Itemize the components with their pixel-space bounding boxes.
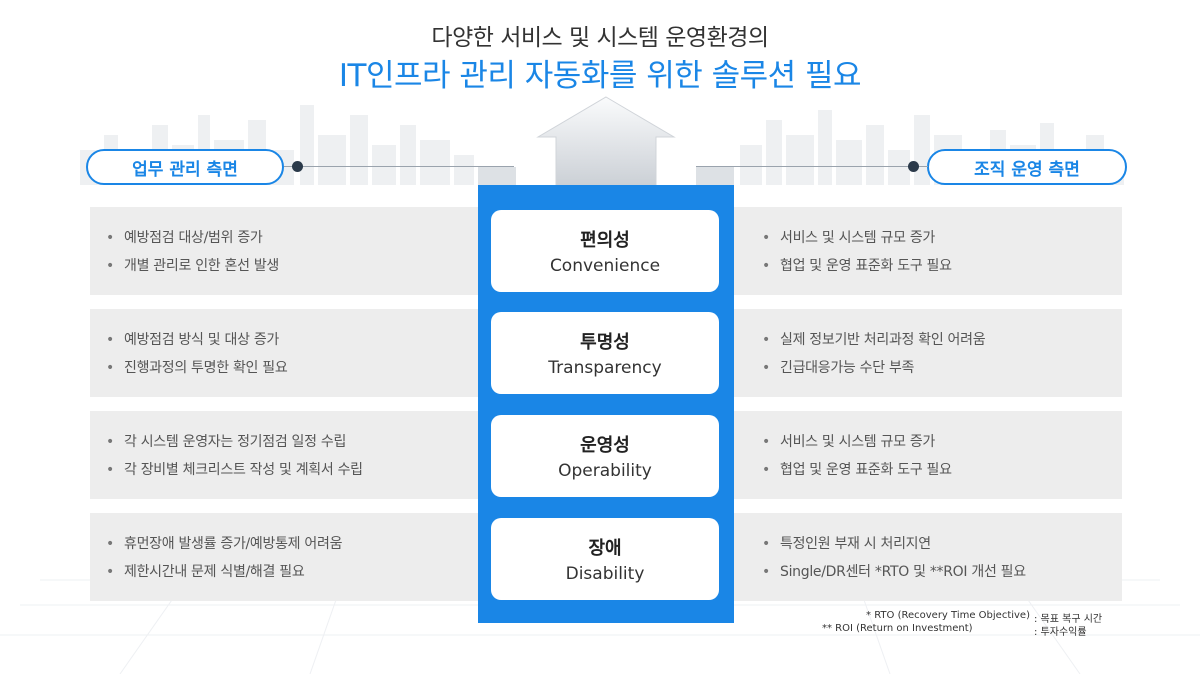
footnote-term: ** ROI (Return on Investment) — [822, 623, 973, 634]
row-4-right-panel — [733, 513, 1122, 601]
right-bullet: 서비스 및 시스템 규모 증가 — [762, 431, 935, 451]
left-bullet: 예방점검 대상/범위 증가 — [106, 227, 263, 247]
card-transparency: 투명성 Transparency — [491, 312, 719, 394]
row-1-left-panel — [90, 207, 490, 295]
up-arrow-icon — [478, 96, 734, 190]
left-bullet: 개별 관리로 인한 혼선 발생 — [106, 255, 279, 275]
business-management-label: 업무 관리 측면 — [86, 149, 284, 185]
card-convenience: 편의성 Convenience — [491, 210, 719, 292]
left-bullet: 각 시스템 운영자는 정기점검 일정 수립 — [106, 431, 346, 451]
card-title-ko: 편의성 — [580, 230, 630, 251]
right-bullet: 실제 정보기반 처리과정 확인 어려움 — [762, 329, 986, 349]
right-connector-dot — [908, 161, 919, 172]
card-title-en: Convenience — [549, 256, 661, 276]
footnote-meaning: : 목표 복구 시간 — [1034, 614, 1103, 625]
row-3-right-panel — [733, 411, 1122, 499]
card-disability: 장애 Disability — [491, 518, 719, 600]
left-bullet: 휴먼장애 발생률 증가/예방통제 어려움 — [106, 533, 342, 553]
right-bullet: Single/DR센터 *RTO 및 **ROI 개선 필요 — [762, 561, 1026, 581]
card-operability: 운영성 Operability — [491, 415, 719, 497]
left-bullet: 진행과정의 투명한 확인 필요 — [106, 357, 288, 377]
card-title-en: Disability — [565, 564, 645, 584]
footnote-meaning: : 투자수익률 — [1034, 627, 1087, 638]
right-bullet: 긴급대응가능 수단 부족 — [762, 357, 914, 377]
left-connector-dot — [292, 161, 303, 172]
left-bullet: 예방점검 방식 및 대상 증가 — [106, 329, 279, 349]
card-title-en: Transparency — [548, 358, 662, 378]
right-bullet: 서비스 및 시스템 규모 증가 — [762, 227, 935, 247]
header-subtitle: 다양한 서비스 및 시스템 운영환경의 — [431, 25, 769, 51]
right-bullet: 특정인원 부재 시 처리지연 — [762, 533, 931, 553]
card-title-ko: 장애 — [588, 538, 622, 559]
left-connector-line — [284, 166, 514, 167]
left-bullet: 제한시간내 문제 식별/해결 필요 — [106, 561, 305, 581]
left-bullet: 각 장비별 체크리스트 작성 및 계획서 수립 — [106, 459, 363, 479]
organization-operation-label: 조직 운영 측면 — [927, 149, 1127, 185]
card-title-ko: 투명성 — [580, 332, 630, 353]
card-title-ko: 운영성 — [580, 435, 630, 456]
row-2-left-panel — [90, 309, 490, 397]
row-1-right-panel — [733, 207, 1122, 295]
row-2-right-panel — [733, 309, 1122, 397]
right-connector-line — [696, 166, 928, 167]
right-bullet: 협업 및 운영 표준화 도구 필요 — [762, 459, 952, 479]
header-title: IT인프라 관리 자동화를 위한 솔루션 필요 — [338, 58, 862, 94]
row-3-left-panel — [90, 411, 490, 499]
row-4-left-panel — [90, 513, 490, 601]
card-title-en: Operability — [558, 461, 652, 481]
right-bullet: 협업 및 운영 표준화 도구 필요 — [762, 255, 952, 275]
footnote-term: * RTO (Recovery Time Objective) — [866, 610, 1030, 621]
